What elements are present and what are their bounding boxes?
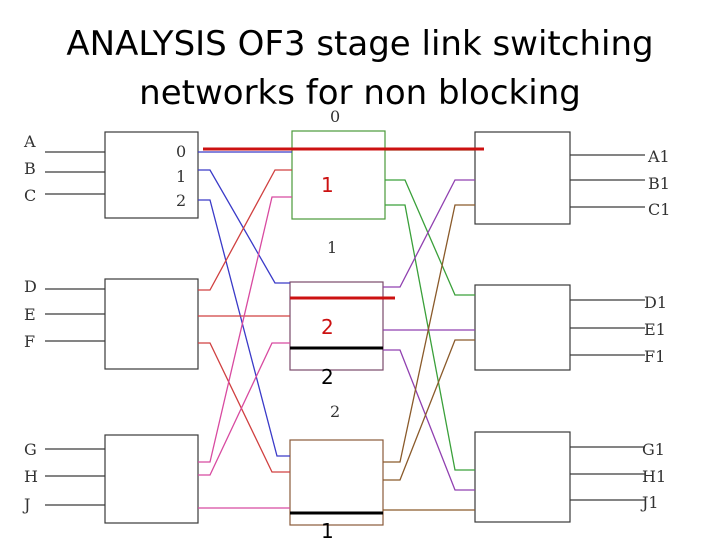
stage1-switch-1 [104,131,199,219]
stage2-to-stage3-links [383,149,475,511]
output-label-e1: E1 [644,320,666,339]
input-label-e: E [24,305,36,324]
stage1-switch-2 [104,278,199,370]
input-lines [45,151,105,506]
annotation-red-2: 2 [321,315,334,339]
title-line-2: networks for non blocking [139,73,581,113]
input-label-j: J [22,495,30,514]
output-label-a1: A1 [647,147,670,166]
stage2-switch-0 [291,130,386,220]
input-label-h: H [24,467,38,486]
output-lines [570,154,645,501]
stage2-label-1: 1 [327,238,337,257]
annotation-black-2: 2 [321,365,334,389]
stage2-label-2: 2 [330,402,340,421]
stage2-switch-2 [289,439,384,526]
output-label-j1: J1 [640,493,659,512]
output-label-h1: H1 [642,467,666,486]
stage3-switch-2 [474,284,571,371]
output-label-b1: B1 [648,174,670,193]
title-line-1: ANALYSIS OF3 stage link switching [66,24,654,64]
stage1-switch-3 [104,434,199,524]
input-label-f: F [24,332,35,351]
outlet-label-2: 2 [176,191,186,210]
stage1-to-stage2-links [198,151,292,509]
annotation-red-1: 1 [321,173,334,197]
input-label-d: D [24,277,37,296]
annotation-black-1: 1 [321,519,334,540]
outlet-label-0: 0 [176,142,186,161]
output-label-c1: C1 [648,200,670,219]
input-label-b: B [24,159,36,178]
stage2-label-0: 0 [330,107,340,126]
output-label-g1: G1 [642,440,665,459]
stage3-switch-1 [474,131,571,225]
output-label-f1: F1 [644,347,665,366]
input-label-a: A [23,132,36,151]
input-label-c: C [24,186,36,205]
outlet-label-1: 1 [176,167,186,186]
stage2-switch-1 [289,281,384,371]
input-label-g: G [24,440,37,459]
stage3-switch-3 [474,431,571,523]
output-label-d1: D1 [644,293,667,312]
